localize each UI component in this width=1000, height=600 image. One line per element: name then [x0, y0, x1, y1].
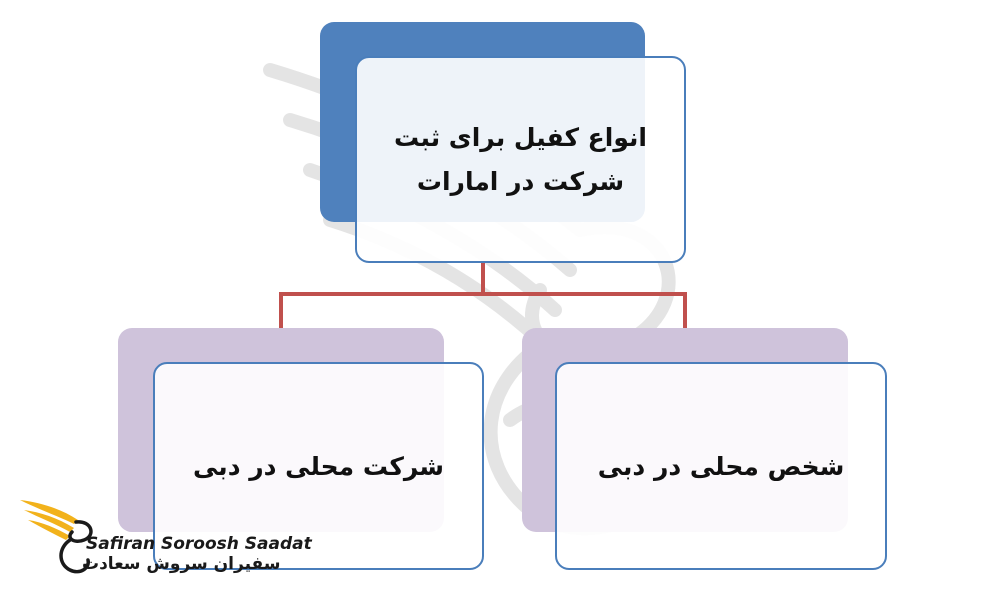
root-node-line-1: انواع کفیل برای ثبت	[394, 122, 647, 152]
brand-name-persian: سفیران سروش سعادت	[82, 554, 281, 574]
child-node-company-label: شرکت محلی در دبی	[193, 451, 444, 481]
child-node-person: شخص محلی در دبی	[555, 362, 887, 570]
phoenix-wing-icon	[20, 500, 93, 574]
root-node: انواع کفیل برای ثبت شرکت در امارات	[355, 56, 686, 263]
child-node-company: شرکت محلی در دبی	[153, 362, 484, 570]
brand-logo: Safiran Soroosh Saadat سفیران سروش سعادت	[18, 490, 312, 585]
root-node-line-2: شرکت در امارات	[416, 166, 625, 196]
root-node-text: انواع کفیل برای ثبت شرکت در امارات	[394, 116, 647, 204]
child-node-person-label: شخص محلی در دبی	[597, 451, 845, 481]
brand-name-english: Safiran Soroosh Saadat	[86, 534, 312, 554]
